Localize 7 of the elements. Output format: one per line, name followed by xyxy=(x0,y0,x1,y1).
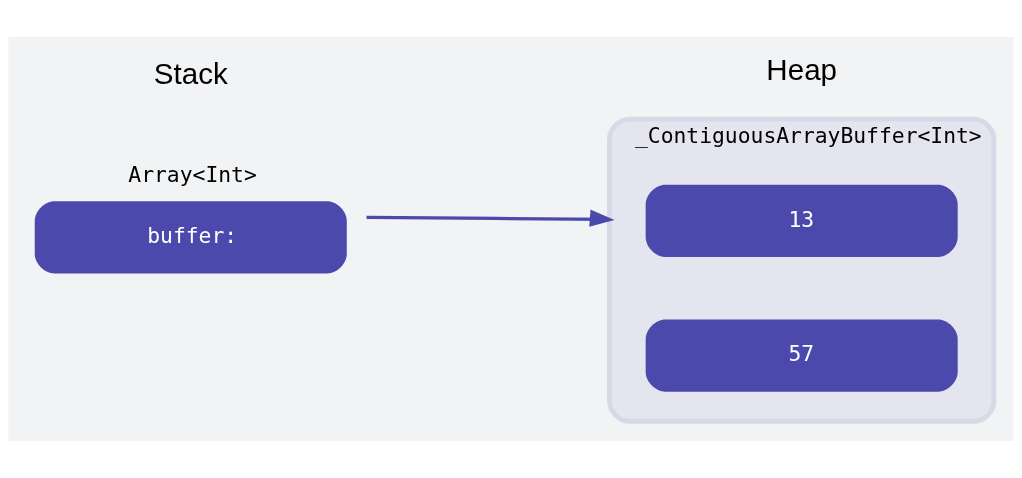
node-box: 57 xyxy=(645,319,958,392)
node-box: 13 xyxy=(645,184,958,258)
node-label: Array<Int> xyxy=(128,162,257,188)
label: Stack xyxy=(153,56,228,90)
arrow xyxy=(366,209,615,227)
label: Heap xyxy=(766,53,837,87)
node-box: buffer: xyxy=(34,201,347,274)
